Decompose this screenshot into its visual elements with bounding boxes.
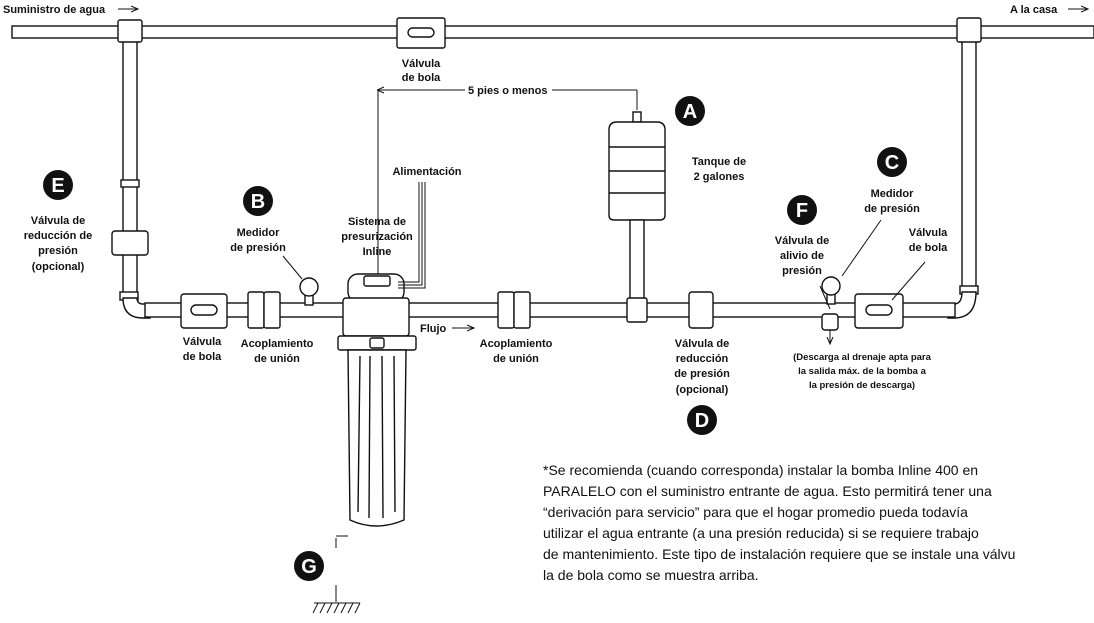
gauge-left-line1: Medidor xyxy=(237,227,280,239)
left-pipe-coupling xyxy=(120,179,140,188)
relief-leader xyxy=(819,285,831,310)
valve-handle-icon xyxy=(407,27,435,38)
inline-pressurization-system xyxy=(337,273,417,527)
ball-valve-right-leader xyxy=(891,261,926,301)
ball-valve-top-line1: Válvula xyxy=(402,58,441,70)
valve-handle-icon xyxy=(865,304,893,316)
power-cable xyxy=(398,182,426,289)
valve-handle-icon xyxy=(190,304,218,316)
prv-left-line3: presión xyxy=(38,245,78,257)
note-line: utilizar el agua entrante (a una presión… xyxy=(543,525,979,541)
union-left-line2: de unión xyxy=(254,353,300,365)
flow-label: Flujo xyxy=(420,323,447,335)
right-pressure-gauge xyxy=(821,276,841,305)
prv-right-line2: reducción xyxy=(676,353,729,365)
prv-right-line4: (opcional) xyxy=(676,384,729,396)
badge-f-icon xyxy=(787,195,817,225)
installation-note: *Se recomienda (cuando corresponda) inst… xyxy=(543,462,1015,583)
discharge-line1: (Descarga al drenaje apta para xyxy=(793,352,932,363)
prv-right-line3: de presión xyxy=(674,368,730,380)
note-line: PARALELO con el suministro entrante de a… xyxy=(543,483,992,499)
power-label: Alimentación xyxy=(392,166,461,178)
tank-line2: 2 galones xyxy=(694,171,745,183)
note-line: *Se recomienda (cuando corresponda) inst… xyxy=(543,462,978,478)
prv-right-body xyxy=(688,291,714,329)
prv-right-line1: Válvula de xyxy=(675,338,729,350)
pressure-tank xyxy=(608,111,666,323)
gauge-left-line2: de presión xyxy=(230,242,286,254)
house-label: A la casa xyxy=(1010,4,1058,16)
ball-valve-left-line1: Válvula xyxy=(183,336,222,348)
badge-d-letter: D xyxy=(695,410,709,432)
discharge-line3: la presión de descarga) xyxy=(809,380,915,391)
note-line: la de bola como se muestra arriba. xyxy=(543,567,759,583)
prv-left-line4: (opcional) xyxy=(32,261,85,273)
system-line2: presurización xyxy=(341,231,413,243)
right-union-coupling xyxy=(497,291,531,329)
house-label-group: A la casa xyxy=(1010,4,1088,16)
right-ball-valve[interactable] xyxy=(854,293,904,329)
gauge-right-line2: de presión xyxy=(864,203,920,215)
left-tee xyxy=(117,19,143,43)
badge-b-letter: B xyxy=(251,191,265,213)
badge-f-letter: F xyxy=(796,200,808,222)
system-line1: Sistema de xyxy=(348,216,406,228)
badge-d-icon xyxy=(687,405,717,435)
left-vertical-pipe xyxy=(111,35,151,319)
right-vertical-pipe xyxy=(947,35,979,319)
ball-valve-right-line2: de bola xyxy=(909,242,948,254)
union-left-line1: Acoplamiento xyxy=(241,338,314,350)
badge-g-icon xyxy=(294,551,324,581)
system-line3: Inline xyxy=(363,246,392,258)
gauge-right-leader xyxy=(841,219,882,277)
left-pressure-gauge xyxy=(299,277,319,306)
prv-left-line1: Válvula de xyxy=(31,215,85,227)
badge-a-letter: A xyxy=(683,101,697,123)
relief-valve xyxy=(821,313,839,344)
union-right-line1: Acoplamiento xyxy=(480,338,553,350)
badge-g-letter: G xyxy=(301,556,317,578)
top-ball-valve[interactable] xyxy=(396,17,446,49)
ball-valve-left-line2: de bola xyxy=(183,351,222,363)
ball-valve-right-line1: Válvula xyxy=(909,227,948,239)
badge-e-letter: E xyxy=(51,175,64,197)
badge-c-letter: C xyxy=(885,152,899,174)
relief-line2: alivio de xyxy=(780,250,824,262)
discharge-line2: la salida máx. de la bomba a xyxy=(798,366,926,377)
badge-e-icon xyxy=(43,170,73,200)
gauge-right-line1: Medidor xyxy=(871,188,914,200)
prv-left-body xyxy=(111,230,149,256)
ball-valve-top-line2: de bola xyxy=(402,72,441,84)
relief-line3: presión xyxy=(782,265,822,277)
prv-left-line2: reducción de xyxy=(24,230,92,242)
gauge-left-leader xyxy=(282,255,303,280)
right-tee xyxy=(956,17,982,43)
left-union-coupling xyxy=(247,291,281,329)
supply-label-group: Suministro de agua xyxy=(3,4,138,16)
note-line: de mantenimiento. Este tipo de instalaci… xyxy=(543,546,1015,562)
left-ball-valve[interactable] xyxy=(180,293,228,329)
badge-b-icon xyxy=(243,186,273,216)
badge-a-icon xyxy=(675,96,705,126)
supply-label: Suministro de agua xyxy=(3,4,106,16)
tank-line1: Tanque de xyxy=(692,156,746,168)
relief-line1: Válvula de xyxy=(775,235,829,247)
top-supply-pipe xyxy=(11,25,1094,39)
badge-c-icon xyxy=(877,147,907,177)
note-line: “derivación para servicio” para que el h… xyxy=(543,504,968,520)
ground-hatch-icon xyxy=(312,602,361,614)
union-right-line2: de unión xyxy=(493,353,539,365)
distance-label: 5 pies o menos xyxy=(468,85,547,97)
